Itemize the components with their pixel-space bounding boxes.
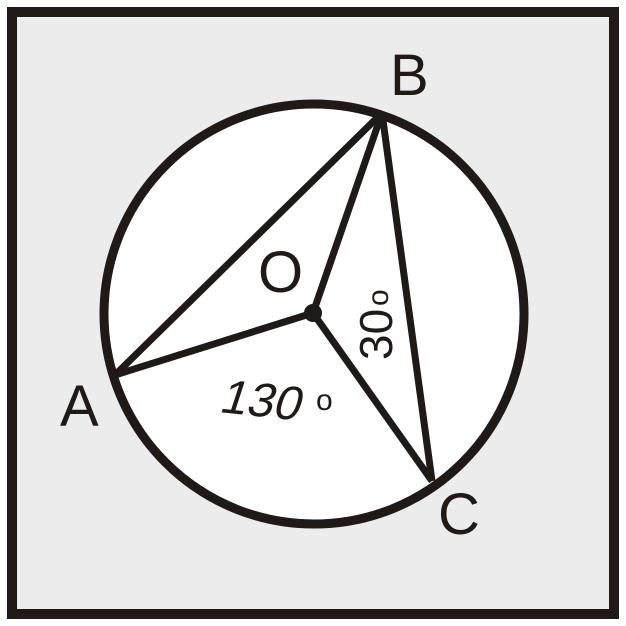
segment-oa [113, 309, 315, 379]
segment-ab [112, 110, 385, 378]
segment-oc [310, 310, 435, 484]
segment-ob [309, 111, 386, 315]
segment-bc [378, 112, 436, 482]
center-dot [304, 304, 322, 322]
angle-obc-label: 30 o [350, 289, 402, 360]
angle-aoc-label: 130 [215, 371, 311, 431]
svg-text:30: 30 [350, 309, 402, 360]
label-o: O [258, 240, 303, 305]
svg-text:130: 130 [215, 371, 311, 431]
label-a: A [60, 374, 99, 439]
degree-symbol-obc: o [362, 289, 395, 306]
label-b: B [390, 43, 429, 108]
label-c: C [438, 482, 480, 547]
degree-symbol-aoc: o [316, 384, 333, 417]
